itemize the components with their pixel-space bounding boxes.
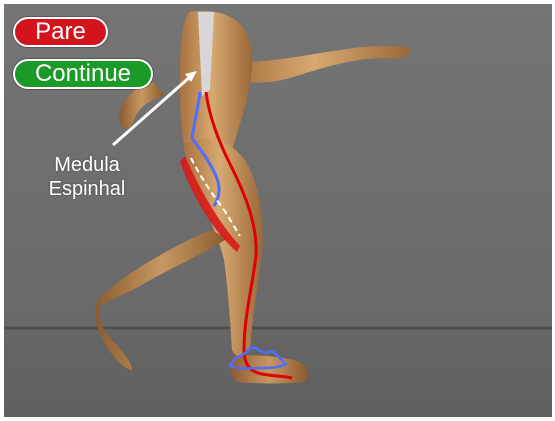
- spinal-cord-label: Medula Espinhal: [28, 153, 146, 201]
- spinal-cord-label-line-2: Espinhal: [28, 177, 146, 201]
- continue-button[interactable]: Continue: [13, 59, 153, 89]
- spinal-cord-label-line-1: Medula: [28, 153, 146, 177]
- stop-button[interactable]: Pare: [13, 17, 108, 47]
- right-arm: [236, 46, 411, 83]
- animation-viewport: Pare Continue Medula Espinhal: [4, 4, 552, 417]
